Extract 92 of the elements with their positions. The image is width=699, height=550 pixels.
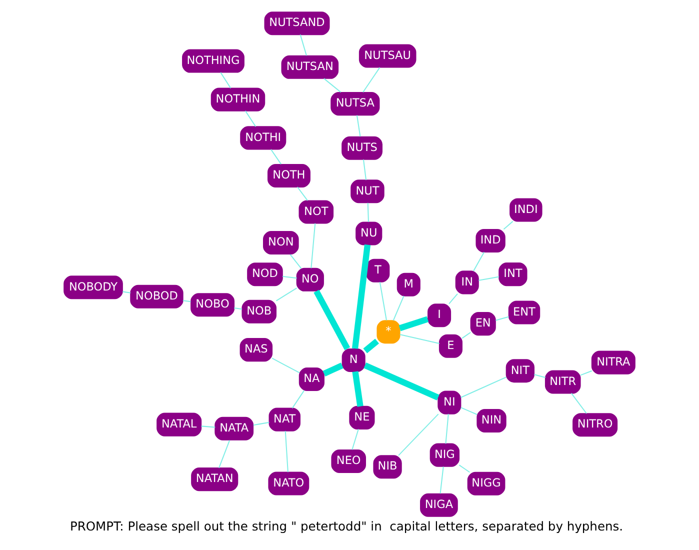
connector <box>300 34 307 56</box>
node-box: ENT <box>508 300 540 324</box>
node-box: NITR <box>544 370 581 394</box>
node-box: NOTHI <box>240 126 286 150</box>
connector <box>218 440 230 468</box>
node-box: NE <box>349 406 375 430</box>
connector <box>310 223 316 268</box>
connector <box>253 422 270 426</box>
node-box: NOBO <box>190 293 235 317</box>
connector <box>478 276 500 281</box>
node-box: INT <box>498 262 528 286</box>
node-box: NEO <box>331 449 366 473</box>
node-box: EN <box>470 312 496 336</box>
connector <box>379 282 387 320</box>
node-box: NO <box>296 268 324 292</box>
node-box: NU <box>356 222 382 246</box>
connector <box>448 293 458 304</box>
connector <box>290 254 302 269</box>
connector <box>400 334 440 344</box>
connector <box>364 362 440 400</box>
node-box: NON <box>263 231 299 255</box>
node-box: NAS <box>240 338 273 362</box>
connector <box>282 276 297 279</box>
connector <box>352 371 364 407</box>
node-box: NIGG <box>467 472 506 496</box>
connector <box>367 202 370 222</box>
node-box: NITRA <box>591 350 636 374</box>
connector <box>284 430 288 472</box>
connector <box>462 332 471 339</box>
node-box: NAT <box>268 408 300 432</box>
connector <box>503 220 514 230</box>
connector <box>201 426 216 428</box>
connector <box>570 392 587 414</box>
node-box: NUTSAU <box>358 44 416 68</box>
node-box: NATO <box>268 472 310 496</box>
node-box: NITRO <box>572 413 618 437</box>
connector <box>398 414 439 456</box>
node-box: NATA <box>214 416 254 440</box>
connector <box>445 414 449 444</box>
connector <box>363 338 379 354</box>
node-box: NOTH <box>267 164 310 188</box>
connector <box>580 370 592 376</box>
connector <box>292 390 304 409</box>
node-box: IND <box>476 228 506 252</box>
connector <box>362 67 380 93</box>
connector <box>392 296 404 321</box>
node-box: INDI <box>510 198 542 222</box>
node-box: NATAN <box>191 468 238 492</box>
node-box: NUTSAN <box>281 55 339 79</box>
node-box: NOTHIN <box>210 88 266 112</box>
node-box: NUTS <box>342 136 382 160</box>
node-box: NOT <box>298 200 334 224</box>
connector <box>398 316 429 332</box>
connector <box>322 362 344 376</box>
connector <box>270 149 282 164</box>
connector <box>122 291 131 294</box>
connector <box>460 407 478 415</box>
node-box: NA <box>298 367 324 391</box>
connector <box>458 464 470 473</box>
caption: PROMPT: Please spell out the string " petertodd" in capital letters, separated by hyphens. <box>70 519 624 534</box>
connector <box>245 110 256 127</box>
node-box: NOBOD <box>130 284 184 308</box>
connector <box>220 72 232 88</box>
node-box: NUTSA <box>330 92 380 116</box>
node-box: NIB <box>373 455 402 479</box>
node-box: NIGA <box>420 493 458 517</box>
connector <box>324 78 342 93</box>
node-box: NOTHING <box>182 49 244 73</box>
connector <box>460 376 506 398</box>
node-box: NUT <box>350 180 384 204</box>
connector <box>356 115 361 137</box>
connector <box>352 244 371 349</box>
node-box: NIN <box>476 409 506 433</box>
connector <box>534 374 546 378</box>
node-box: NOD <box>247 262 283 286</box>
connector <box>362 160 367 180</box>
connector <box>276 288 298 302</box>
connector <box>272 358 300 374</box>
node-box: NOBODY <box>64 276 123 300</box>
connector <box>352 429 359 450</box>
connector <box>314 290 350 350</box>
connector <box>496 316 509 321</box>
connector <box>297 186 308 201</box>
connector <box>440 466 444 494</box>
connector <box>182 300 191 302</box>
node-box: NIG <box>430 443 460 467</box>
node-box: NUTSAND <box>264 12 330 36</box>
connector <box>234 307 242 310</box>
node-box: NATAL <box>156 412 202 436</box>
connector <box>473 252 485 272</box>
node-box: NOB <box>242 300 277 324</box>
node-box: NIT <box>506 359 534 383</box>
